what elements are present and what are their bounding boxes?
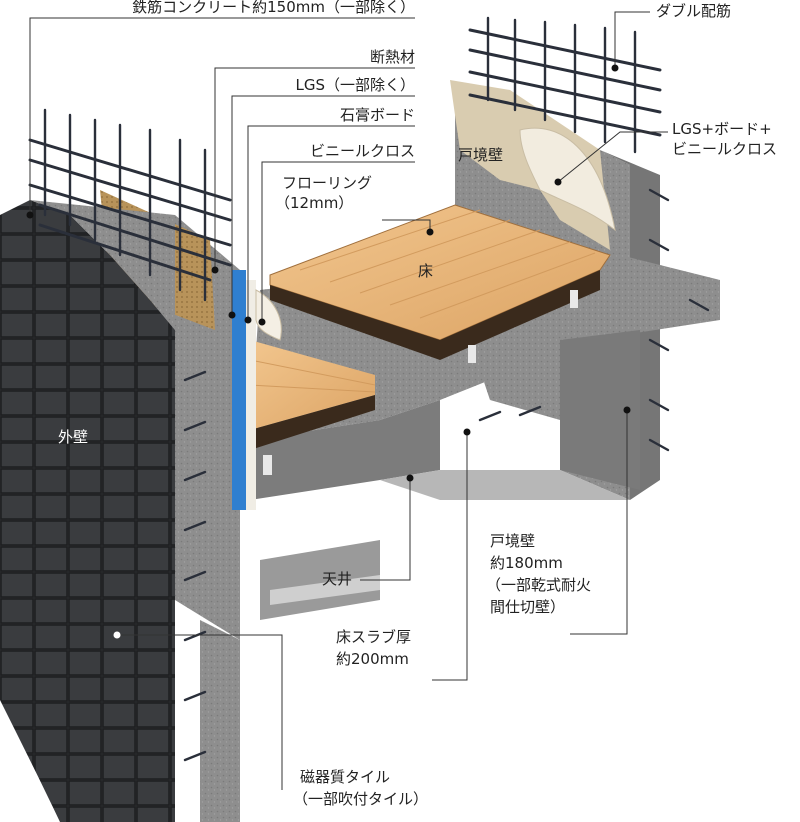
label-lgs: LGS（一部除く） — [295, 76, 415, 94]
label-slab-1: 床スラブ厚 — [336, 628, 411, 646]
gypsum-layer — [246, 280, 256, 510]
rebar-cage-right — [468, 16, 662, 154]
label-tile-2: （一部吹付タイル） — [293, 790, 428, 808]
label-rc-wall: 鉄筋コンクリート約150mm（一部除く） — [132, 0, 415, 16]
label-party-wall-top: 戸境壁 — [458, 146, 503, 164]
label-gypsum: 石膏ボード — [340, 106, 415, 124]
label-double-rebar: ダブル配筋 — [656, 2, 731, 20]
label-slab-2: 約200mm — [336, 650, 409, 668]
tile-facade — [0, 200, 175, 822]
label-insulation: 断熱材 — [370, 48, 415, 66]
label-lgs-board-2: ビニールクロス — [672, 140, 777, 158]
label-vinyl-cloth: ビニールクロス — [310, 142, 415, 160]
rebar-ends — [183, 188, 710, 762]
label-exterior-wall: 外壁 — [58, 428, 88, 446]
label-ceiling: 天井 — [322, 570, 352, 588]
labels: 鉄筋コンクリート約150mm（一部除く） 断熱材 LGS（一部除く） 石膏ボード… — [58, 0, 777, 808]
label-party-wall-1: 戸境壁 — [490, 532, 535, 550]
upper-flooring — [269, 204, 611, 363]
label-flooring-2: （12mm） — [275, 194, 353, 212]
lgs-layer — [232, 270, 246, 510]
label-lgs-board-1: LGS+ボード+ — [672, 120, 772, 138]
leader-lines — [26, 11, 668, 790]
label-tile-1: 磁器質タイル — [300, 768, 390, 786]
lower-flooring — [249, 340, 376, 475]
label-party-wall-3: （一部乾式耐火 — [486, 576, 591, 594]
label-party-wall-4: 間仕切壁） — [490, 598, 565, 616]
label-party-wall-2: 約180mm — [490, 554, 563, 572]
label-floor: 床 — [418, 262, 433, 280]
rebar-cage-left — [28, 108, 232, 302]
label-flooring-1: フローリング — [282, 174, 372, 192]
